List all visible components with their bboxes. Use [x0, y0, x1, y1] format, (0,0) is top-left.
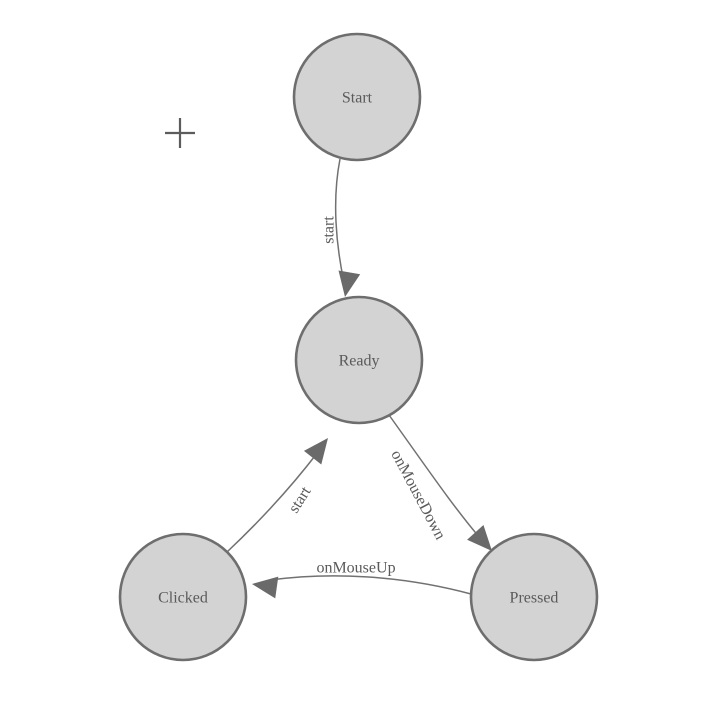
edge-clicked-to-ready[interactable]: start	[226, 431, 337, 553]
arrowhead-icon	[303, 438, 328, 465]
arrowhead-icon	[467, 525, 492, 551]
node-label: Pressed	[510, 590, 559, 607]
node-label: Ready	[339, 353, 380, 370]
edge-line	[388, 414, 481, 539]
edge-start-to-ready[interactable]: start	[321, 158, 361, 299]
arrowhead-icon	[338, 270, 361, 297]
node-circle[interactable]	[294, 295, 424, 425]
node-circle[interactable]	[118, 532, 248, 662]
edge-label: start	[321, 216, 338, 244]
edge-line	[226, 451, 319, 553]
edge-ready-to-pressed[interactable]: onMouseDown	[387, 414, 500, 558]
edge-line	[269, 575, 472, 595]
node-label: Clicked	[158, 590, 208, 607]
state-node-start[interactable]: Start	[292, 32, 422, 162]
markers-layer	[165, 118, 195, 148]
edge-line	[334, 158, 345, 283]
edge-pressed-to-clicked[interactable]: onMouseUp	[250, 560, 472, 599]
edge-label: onMouseDown	[387, 447, 448, 542]
edge-label: start	[285, 483, 314, 516]
node-label: Start	[342, 90, 373, 107]
state-node-clicked[interactable]: Clicked	[118, 532, 248, 662]
arrowhead-icon	[252, 576, 279, 599]
node-circle[interactable]	[469, 532, 599, 662]
state-node-pressed[interactable]: Pressed	[469, 532, 599, 662]
node-circle[interactable]	[292, 32, 422, 162]
crosshair-marker[interactable]	[165, 118, 195, 148]
edge-label: onMouseUp	[316, 560, 395, 577]
state-node-ready[interactable]: Ready	[294, 295, 424, 425]
